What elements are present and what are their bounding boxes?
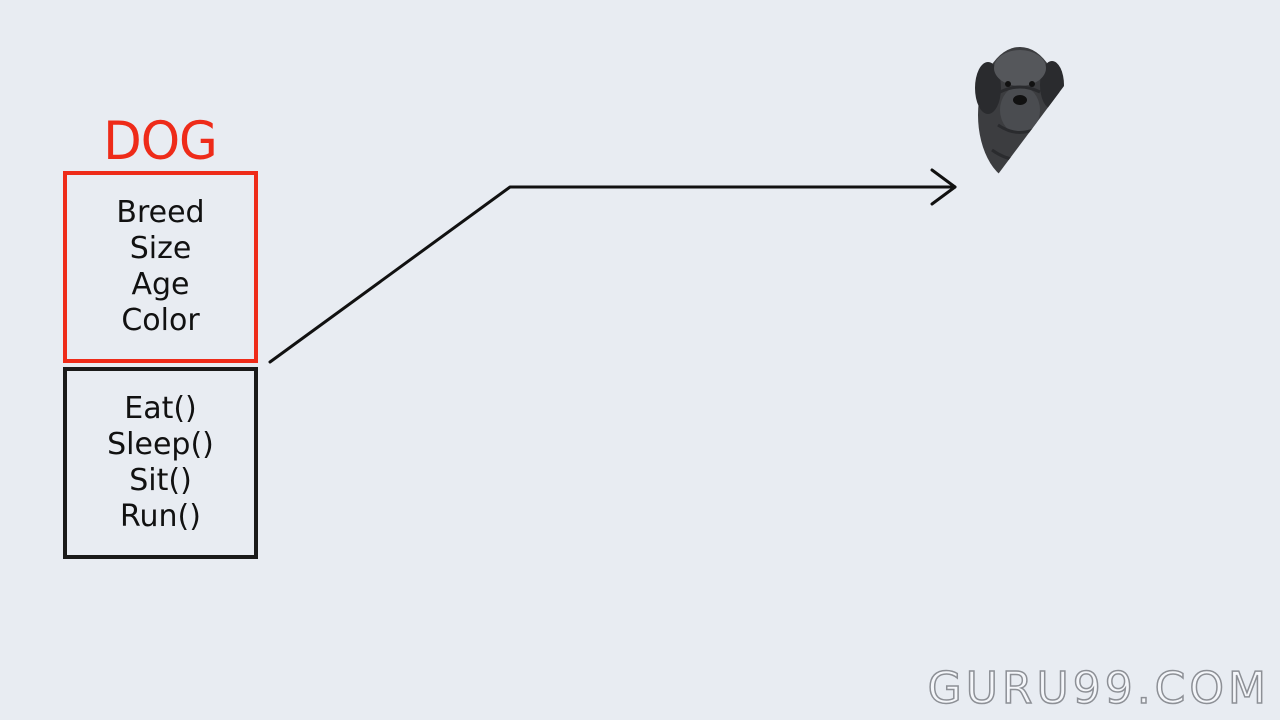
methods-box: Eat() Sleep() Sit() Run() bbox=[63, 367, 258, 559]
method-sleep: Sleep() bbox=[107, 427, 214, 462]
attribute-breed: Breed bbox=[116, 195, 205, 230]
dog-photo-icon bbox=[975, 47, 1064, 183]
connector-arrow bbox=[268, 168, 957, 364]
attribute-age: Age bbox=[131, 267, 190, 302]
attribute-color: Color bbox=[121, 303, 200, 338]
method-run: Run() bbox=[120, 499, 201, 534]
attributes-box: Breed Size Age Color bbox=[63, 171, 258, 363]
watermark: GURU99.COM bbox=[927, 662, 1270, 715]
class-title: DOG bbox=[103, 110, 218, 172]
attribute-size: Size bbox=[129, 231, 192, 266]
method-sit: Sit() bbox=[129, 463, 192, 498]
method-eat: Eat() bbox=[124, 391, 197, 426]
